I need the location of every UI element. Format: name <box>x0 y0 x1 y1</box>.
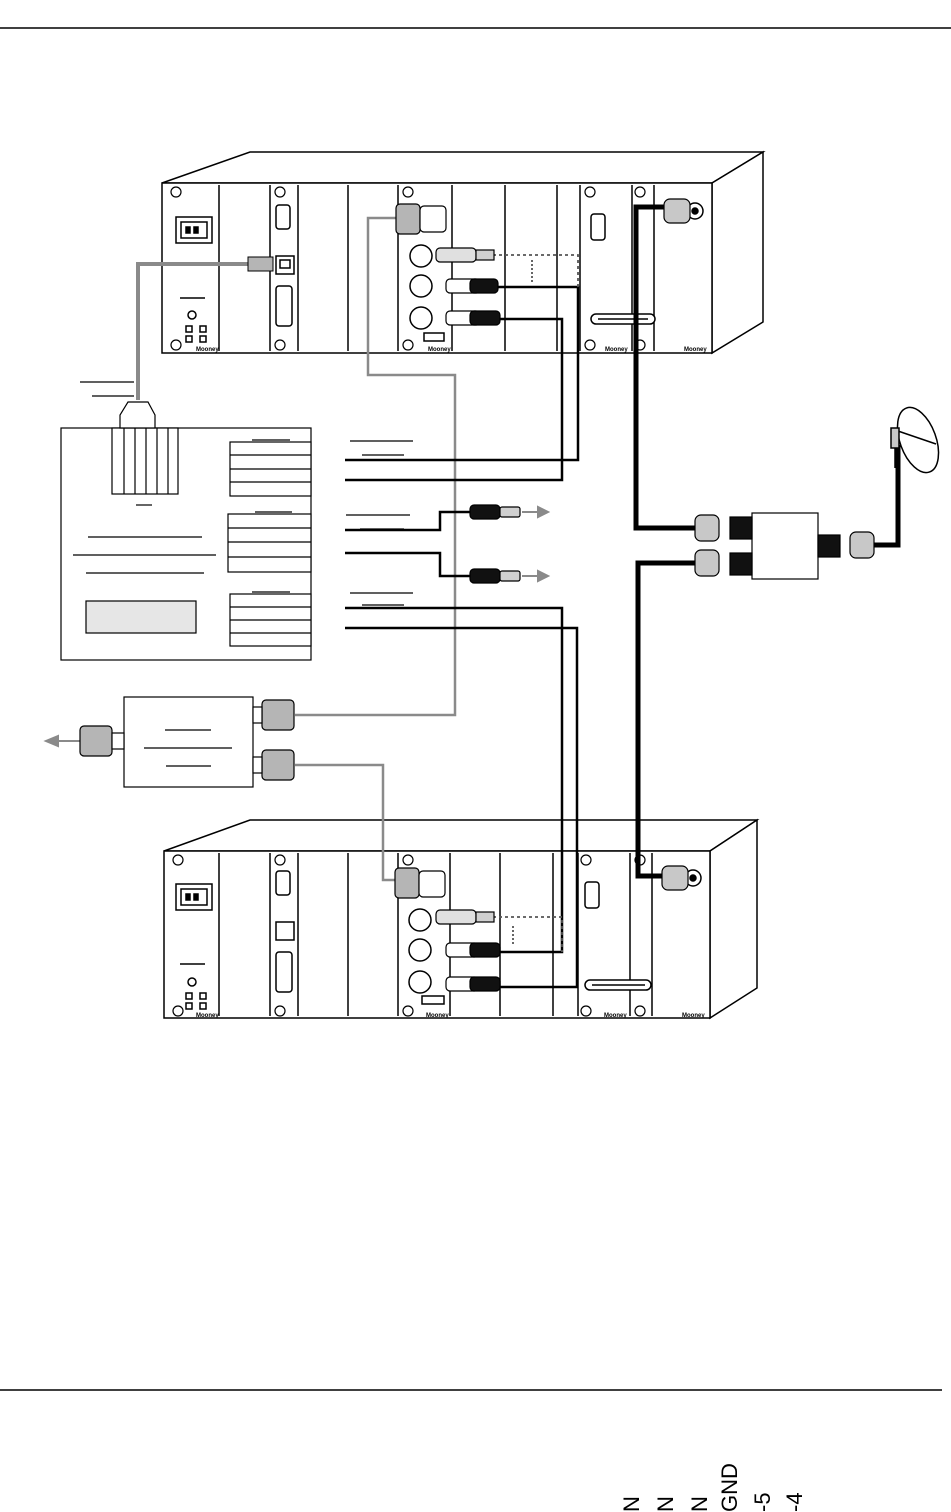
xlr-socket-3-top <box>409 306 433 330</box>
converter-box <box>123 696 254 788</box>
vga-port-top <box>590 213 606 241</box>
db9-connectors <box>79 203 447 899</box>
xlr-socket-3-bottom <box>408 970 432 994</box>
antenna-dish <box>890 406 940 474</box>
output-arrows <box>43 505 551 748</box>
ethernet-plug <box>247 256 274 272</box>
xlr-socket-2-top <box>409 274 433 298</box>
brand-label-top-3: Mooney <box>605 347 628 353</box>
fader-block <box>111 427 179 495</box>
rotated-label-minus-5: -5 <box>750 1492 775 1512</box>
serial-cables <box>295 216 457 882</box>
brand-label-bottom-2: Mooney <box>426 1013 449 1019</box>
antenna-splitter <box>661 198 875 891</box>
rotated-label-n-3: N <box>687 1496 712 1512</box>
ethernet-cable-junction <box>119 401 156 429</box>
brand-label-top-1: Mooney <box>196 347 219 353</box>
xlr-socket-1-bottom <box>408 908 432 932</box>
rotated-label-minus-4: -4 <box>782 1492 807 1512</box>
arrow-indicators <box>512 260 533 946</box>
xlr-socket-1-top <box>409 244 433 268</box>
brand-label-bottom-4: Mooney <box>682 1013 705 1019</box>
xlr-plugs <box>435 247 521 992</box>
display-window <box>85 600 197 634</box>
brand-label-bottom-3: Mooney <box>604 1013 627 1019</box>
ethernet-cable <box>136 262 248 400</box>
rotated-label-gnd: GND <box>717 1463 742 1512</box>
antenna-coax <box>633 204 901 879</box>
db25-port-top <box>275 285 293 327</box>
serial-port-bottom <box>275 870 291 896</box>
ethernet-jack-bottom <box>275 921 295 941</box>
rack-side-face <box>711 150 764 355</box>
rack-bottom-side-face <box>709 818 758 1020</box>
annotation-lines <box>80 381 413 606</box>
vga-port-bottom <box>584 881 600 909</box>
console-box <box>60 427 312 661</box>
dotted-links <box>493 254 579 952</box>
brand-label-top-2: Mooney <box>428 347 451 353</box>
rotated-label-n-1: N <box>619 1496 644 1512</box>
brand-label-bottom-1: Mooney <box>196 1013 219 1019</box>
xlr-socket-2-bottom <box>408 938 432 962</box>
brand-label-top-4: Mooney <box>684 347 707 353</box>
audio-cables <box>345 285 580 989</box>
serial-port-top <box>275 204 291 230</box>
rotated-label-n-2: N <box>653 1496 678 1512</box>
link-bars <box>592 318 648 986</box>
rack-top-face <box>161 151 766 184</box>
db25-port-bottom <box>275 951 293 993</box>
rack-bottom-top-face <box>163 819 760 852</box>
